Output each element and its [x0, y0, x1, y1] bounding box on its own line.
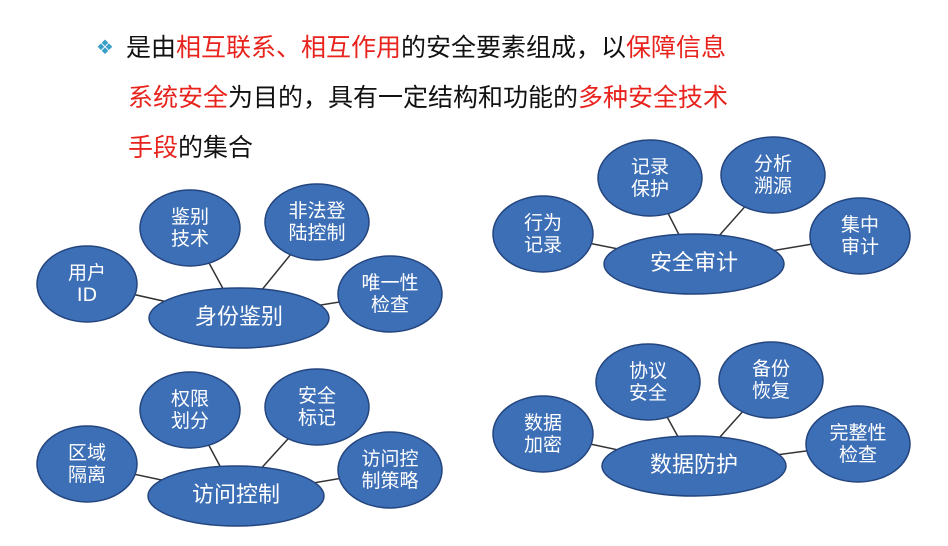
intro-line-1: ❖ 是由相互联系、相互作用的安全要素组成，以保障信息: [96, 22, 856, 73]
satellite-label-identity-1-line: 鉴别: [171, 205, 209, 227]
satellite-label-audit-3-line: 集中: [841, 213, 879, 235]
satellite-label-identity-2-line: 陆控制: [288, 222, 345, 244]
intro-line1-segment: 是由: [126, 33, 177, 62]
center-label-access: 访问控制: [192, 483, 280, 508]
satellite-label-access-1-line: 划分: [171, 410, 209, 432]
satellite-label-audit-0-line: 记录: [524, 234, 562, 256]
satellite-node-audit-3: [809, 197, 911, 275]
satellite-node-identity-2: [264, 183, 370, 261]
satellite-label-protection-1-line: 安全: [629, 382, 667, 404]
satellite-label-identity-0-line: ID: [77, 284, 97, 306]
satellite-label-identity-2-line: 非法登: [288, 199, 345, 221]
intro-line-3: 手段的集合: [96, 123, 856, 173]
intro-line1-segment-highlight: 保障信息: [626, 33, 727, 62]
satellite-label-access-0-line: 区域: [68, 441, 106, 463]
satellite-node-access-0: [36, 425, 138, 503]
satellite-node-access-1: [139, 371, 241, 449]
center-label-protection-line: 数据防护: [650, 453, 738, 478]
satellite-label-access-3: 访问控制策略: [361, 447, 418, 491]
satellite-label-protection-3-line: 完整性: [829, 421, 886, 443]
satellite-label-protection-3-line: 检查: [839, 444, 877, 466]
satellite-label-identity-3: 唯一性检查: [361, 271, 418, 315]
center-label-identity: 身份鉴别: [195, 305, 283, 330]
satellite-node-audit-2: [720, 136, 826, 214]
satellite-label-access-2-line: 安全: [298, 384, 336, 406]
intro-line3-segment: 的集合: [178, 133, 254, 162]
satellite-label-audit-1: 记录保护: [631, 155, 669, 199]
satellite-label-protection-2: 备份恢复: [752, 357, 790, 401]
satellite-label-audit-0: 行为记录: [524, 211, 562, 255]
satellite-label-protection-3: 完整性检查: [829, 421, 886, 465]
satellite-label-audit-3: 集中审计: [841, 213, 879, 257]
satellite-label-audit-1-line: 保护: [631, 178, 669, 200]
satellite-label-identity-3-line: 唯一性: [361, 271, 418, 293]
satellite-node-audit-1: [597, 139, 703, 217]
satellite-label-protection-0-line: 加密: [524, 434, 562, 456]
satellite-label-access-3-line: 访问控: [361, 447, 418, 469]
satellite-label-audit-2-line: 溯源: [754, 175, 792, 197]
intro-line2-segment: 为目的，具有一定结构和功能的: [228, 83, 579, 112]
satellite-node-access-2: [264, 368, 370, 446]
satellite-node-identity-0: [36, 245, 138, 323]
satellite-node-access-3: [337, 431, 443, 509]
intro-line-1-text: 是由相互联系、相互作用的安全要素组成，以保障信息: [126, 33, 726, 62]
satellite-label-protection-2-line: 恢复: [752, 380, 790, 402]
intro-line3-segment-highlight: 手段: [128, 133, 179, 162]
satellite-label-identity-1-line: 技术: [171, 228, 209, 250]
satellite-label-identity-3-line: 检查: [371, 294, 409, 316]
satellite-node-protection-0: [492, 395, 594, 473]
center-label-access-line: 访问控制: [192, 483, 280, 508]
satellite-label-audit-0-line: 行为: [524, 211, 562, 233]
satellite-label-access-2: 安全标记: [298, 384, 336, 428]
intro-statement: ❖ 是由相互联系、相互作用的安全要素组成，以保障信息 系统安全为目的，具有一定结构…: [96, 22, 856, 173]
center-label-protection: 数据防护: [650, 453, 738, 478]
diamond-bullet-icon: ❖: [96, 35, 114, 59]
satellite-label-access-2-line: 标记: [298, 407, 336, 429]
satellite-label-access-1-line: 权限: [171, 387, 209, 409]
satellite-node-protection-3: [805, 405, 911, 483]
satellite-label-identity-2: 非法登陆控制: [288, 199, 345, 243]
center-node-access: [147, 465, 325, 527]
satellite-label-access-0-line: 隔离: [68, 464, 106, 486]
satellite-label-access-3-line: 制策略: [361, 470, 418, 492]
satellite-label-audit-3-line: 审计: [841, 236, 879, 258]
intro-line1-segment-highlight: 相互联系、相互作用: [176, 33, 402, 62]
satellite-label-access-1: 权限划分: [171, 387, 209, 431]
intro-line1-segment: 的安全要素组成，以: [401, 33, 627, 62]
center-node-audit: [603, 233, 785, 295]
center-node-identity: [148, 287, 330, 349]
satellite-node-identity-3: [337, 255, 443, 333]
satellite-label-audit-2: 分析溯源: [754, 152, 792, 196]
satellite-label-identity-0-line: 用户: [68, 261, 106, 283]
satellite-label-protection-0-line: 数据: [524, 411, 562, 433]
center-node-protection: [601, 435, 787, 497]
intro-line2-segment-highlight: 多种安全技术: [578, 83, 729, 112]
satellite-node-protection-2: [718, 341, 824, 419]
satellite-label-audit-2-line: 分析: [754, 152, 792, 174]
center-label-audit-line: 安全审计: [650, 251, 738, 276]
satellite-node-identity-1: [139, 189, 241, 267]
satellite-label-protection-2-line: 备份: [752, 357, 790, 379]
center-label-audit: 安全审计: [650, 251, 738, 276]
center-label-identity-line: 身份鉴别: [195, 305, 283, 330]
satellite-label-protection-1-line: 协议: [629, 359, 667, 381]
satellite-label-protection-0: 数据加密: [524, 411, 562, 455]
satellite-label-access-0: 区域隔离: [68, 441, 106, 485]
intro-line2-segment-highlight: 系统安全: [128, 83, 229, 112]
satellite-label-audit-1-line: 记录: [631, 155, 669, 177]
satellite-label-protection-1: 协议安全: [629, 359, 667, 403]
satellite-label-identity-1: 鉴别技术: [171, 205, 209, 249]
intro-line-2: 系统安全为目的，具有一定结构和功能的多种安全技术: [96, 73, 856, 123]
satellite-node-audit-0: [492, 195, 594, 273]
satellite-node-protection-1: [595, 343, 701, 421]
